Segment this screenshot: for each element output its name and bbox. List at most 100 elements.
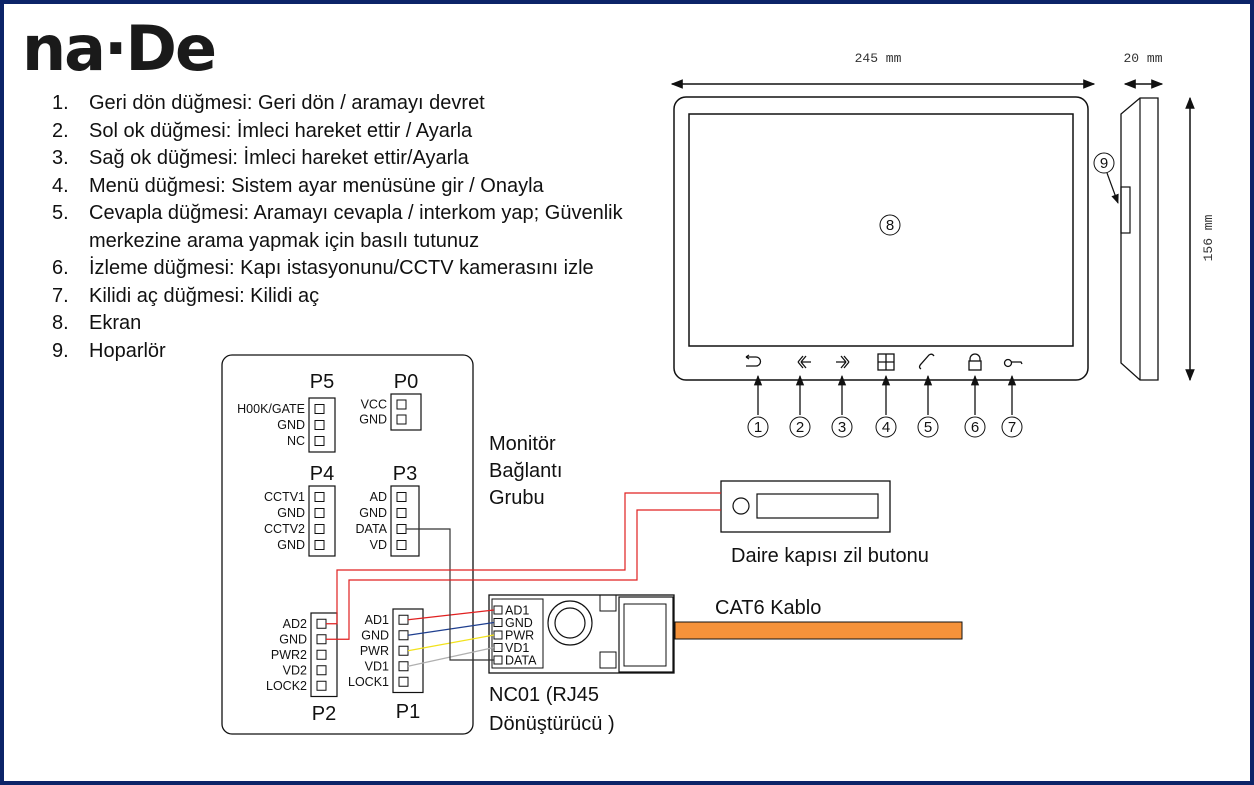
wire-ad1: [407, 609, 495, 621]
callout-label: 6: [971, 419, 979, 436]
pin-terminal[interactable]: [396, 492, 407, 502]
pin-terminal[interactable]: [316, 665, 327, 676]
converter-pin[interactable]: [493, 630, 503, 640]
legend-number: 1.: [52, 92, 69, 114]
pin-terminal[interactable]: [396, 524, 407, 534]
pin-label: CCTV1: [264, 490, 305, 504]
callout-9: [1093, 152, 1115, 174]
monitor-side: 20 mm 156 mm 9: [1093, 51, 1216, 382]
back-icon[interactable]: [745, 354, 762, 367]
pin-terminal[interactable]: [396, 399, 407, 410]
pin-terminal[interactable]: [396, 508, 407, 518]
pin-label: GND: [277, 418, 305, 432]
port-title: P0: [394, 371, 418, 393]
pin-terminal[interactable]: [398, 676, 409, 687]
monitor-screen: [688, 113, 1074, 347]
doorbell-button: [720, 480, 891, 533]
converter-pin-label: GND: [505, 616, 533, 630]
port-title: P5: [310, 371, 334, 393]
pin-label: CCTV2: [264, 522, 305, 536]
legend-text: Kilidi aç düğmesi: Kilidi aç: [89, 284, 320, 307]
pin-label: GND: [359, 506, 387, 520]
legend-number: 5.: [52, 202, 69, 224]
brand-logo: na·De: [22, 12, 217, 85]
pin-terminal[interactable]: [314, 436, 325, 446]
legend-number: 4.: [52, 174, 69, 197]
legend-text: Ekran: [89, 312, 142, 334]
pin-label: PWR2: [271, 648, 307, 662]
callout-9-label: 9: [1100, 155, 1108, 172]
wire-vd1: [407, 646, 495, 667]
pin-terminal[interactable]: [314, 420, 325, 430]
board-outline: [221, 354, 474, 735]
cat6-cable: [674, 621, 963, 640]
converter-pin[interactable]: [493, 618, 503, 627]
rj45-jack: [618, 596, 674, 673]
pin-terminal[interactable]: [316, 634, 327, 645]
port-title: P3: [393, 463, 417, 485]
legend-text: İzleme düğmesi: Kapı istasyonunu/CCTV ka…: [89, 257, 594, 279]
phone-icon[interactable]: [918, 353, 935, 370]
pin-label: VD1: [365, 659, 389, 673]
converter-pin[interactable]: [493, 605, 503, 615]
legend-item: 5.Cevapla düğmesi: Aramayı cevapla / int…: [52, 200, 649, 255]
right-arrow-icon[interactable]: [836, 355, 850, 369]
pin-terminal[interactable]: [398, 630, 409, 641]
pin-terminal[interactable]: [396, 540, 407, 550]
callout-8: [879, 214, 901, 236]
pin-terminal[interactable]: [316, 618, 327, 629]
pin-terminal[interactable]: [314, 540, 325, 550]
pin-terminal[interactable]: [396, 414, 407, 425]
speaker-grille: [1120, 186, 1131, 234]
pin-terminal[interactable]: [314, 404, 325, 414]
button-legend-list: 1. Geri dön düğmesi: Geri dön / aramayı d…: [52, 90, 649, 365]
pin-terminal[interactable]: [314, 492, 325, 502]
legend-number: 6.: [52, 257, 69, 279]
legend-text: Menü düğmesi: Sistem ayar menüsüne gir /…: [89, 174, 544, 197]
pin-terminal[interactable]: [398, 614, 409, 625]
legend-text: Hoparlör: [89, 339, 166, 362]
pin-terminal[interactable]: [314, 524, 325, 534]
legend-item: 6. İzleme düğmesi: Kapı istasyonunu/CCTV …: [52, 255, 649, 283]
left-arrow-icon[interactable]: [797, 355, 811, 369]
legend-number: 9.: [52, 339, 69, 362]
pin-terminal[interactable]: [398, 661, 409, 672]
height-dimension-label: 156 mm: [1201, 214, 1216, 261]
depth-dimension-label: 20 mm: [1123, 51, 1162, 66]
pin-label: VCC: [361, 398, 387, 412]
converter-pin[interactable]: [493, 655, 503, 665]
pin-label: AD2: [283, 617, 307, 631]
menu-grid-icon[interactable]: [877, 353, 895, 371]
pin-terminal[interactable]: [316, 649, 327, 660]
pin-terminal[interactable]: [398, 645, 409, 656]
callout-label: 1: [754, 419, 762, 436]
pin-label: PWR: [360, 644, 389, 658]
connection-group-title-line: Monitör: [489, 433, 556, 455]
pin-label: LOCK1: [348, 675, 389, 689]
pin-label: VD: [370, 538, 387, 552]
key-icon[interactable]: [1003, 358, 1023, 368]
legend-number: 7.: [52, 284, 69, 307]
callout-4: [875, 416, 897, 438]
callout-label: 5: [924, 419, 932, 436]
callout-label: 4: [882, 419, 890, 436]
callout-6: [964, 416, 986, 438]
pin-terminal[interactable]: [316, 680, 327, 691]
wires: [326, 492, 721, 667]
converter-pin[interactable]: [493, 643, 503, 652]
callout-label: 3: [838, 419, 846, 436]
legend-item: 9. Hoparlör: [52, 338, 649, 366]
cat6-cable-label: CAT6 Kablo: [715, 597, 821, 619]
converter-pin-label: AD1: [505, 604, 529, 618]
monitor-lock-icon[interactable]: [968, 353, 982, 371]
converter-label-line: Dönüştürücü ): [489, 713, 615, 735]
port-title: P4: [310, 463, 334, 485]
pin-terminal[interactable]: [314, 508, 325, 518]
legend-text: Geri dön düğmesi: Geri dön / aramayı dev…: [89, 92, 485, 114]
connection-group-title-line: Bağlantı: [489, 460, 562, 482]
